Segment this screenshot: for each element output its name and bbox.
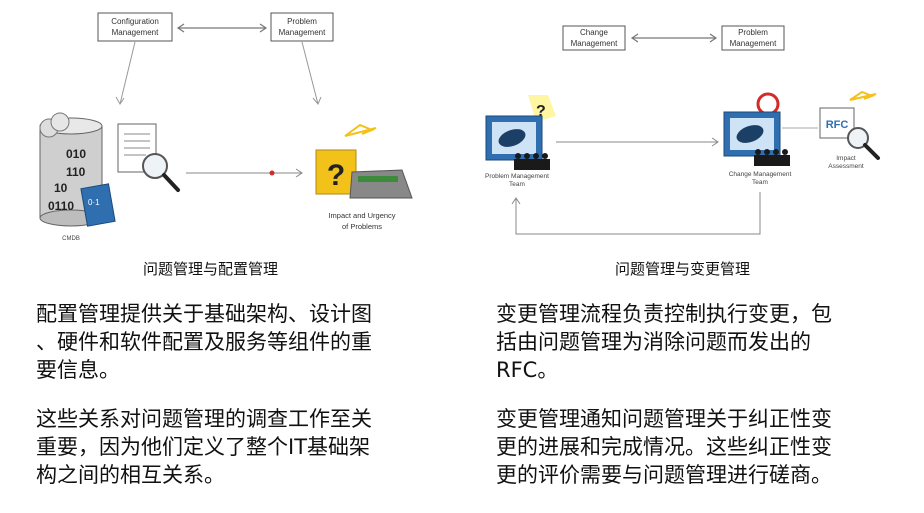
svg-text:Impact: Impact <box>836 155 856 162</box>
arrow-to-impact <box>301 41 322 105</box>
svg-text:110: 110 <box>66 165 86 179</box>
flow-arrow-right <box>556 137 719 147</box>
svg-text:?: ? <box>536 103 546 120</box>
change-management-box: Change Management <box>562 25 626 51</box>
arrow-to-cmdb <box>115 41 136 105</box>
svg-text:of Problems: of Problems <box>342 222 382 231</box>
svg-text:0·1: 0·1 <box>88 198 100 207</box>
problem-management-box: Problem Management <box>270 12 334 42</box>
svg-text:Problem: Problem <box>287 17 317 26</box>
double-arrow-right <box>630 33 718 43</box>
left-paragraph-1: 配置管理提供关于基础架构、设计图 、硬件和软件配置及服务等组件的重 要信息。 <box>36 302 372 382</box>
svg-text:Management: Management <box>730 39 777 48</box>
right-paragraph-1: 变更管理流程负责控制执行变更，包 括由问题管理为消除问题而发出的 RFC。 <box>496 302 832 382</box>
cmdb-database-icon: 010 110 10 0110 0·1 CMDB <box>39 112 116 242</box>
impact-urgency-icon: ? Impact and Urgency of Problems <box>315 123 413 231</box>
flow-arrow <box>186 168 303 178</box>
feedback-loop-arrow <box>511 192 761 235</box>
svg-text:Problem Management: Problem Management <box>485 173 549 180</box>
right-diagram: Change Management Problem Management ? P… <box>485 25 880 235</box>
svg-text:Change Management: Change Management <box>729 171 792 178</box>
right-caption: 问题管理与变更管理 <box>615 260 751 278</box>
impact-assessment-icon: RFC Impact Assessment <box>819 90 880 170</box>
left-paragraph-2: 这些关系对问题管理的调查工作至关 重要，因为他们定义了整个IT基础架 构之间的相… <box>36 407 372 487</box>
svg-text:Management: Management <box>112 28 159 37</box>
svg-text:Change: Change <box>580 28 609 37</box>
problem-team-icon: ? Problem Management Team <box>485 95 556 188</box>
svg-text:RFC: RFC <box>826 119 849 131</box>
svg-text:010: 010 <box>66 147 86 161</box>
config-management-box: Configuration Management <box>97 12 173 42</box>
svg-text:Team: Team <box>752 179 768 186</box>
right-paragraph-2: 变更管理通知问题管理关于纠正性变 更的进展和完成情况。这些纠正性变 更的评价需要… <box>496 407 832 487</box>
left-caption: 问题管理与配置管理 <box>143 260 279 278</box>
double-arrow <box>176 23 268 33</box>
left-diagram: Configuration Management Problem Managem… <box>39 12 413 242</box>
document-magnifier-icon <box>117 123 180 192</box>
problem-management-box-right: Problem Management <box>721 25 785 51</box>
svg-text:?: ? <box>327 159 345 192</box>
svg-text:CMDB: CMDB <box>62 236 80 242</box>
svg-text:Management: Management <box>571 39 618 48</box>
svg-text:Management: Management <box>279 28 326 37</box>
svg-text:Problem: Problem <box>738 28 768 37</box>
svg-text:Impact and Urgency: Impact and Urgency <box>328 211 395 220</box>
svg-text:10: 10 <box>54 181 68 195</box>
svg-text:Team: Team <box>509 181 525 188</box>
svg-text:Configuration: Configuration <box>111 17 159 26</box>
svg-text:Assessment: Assessment <box>828 163 864 170</box>
change-team-icon: Change Management Team <box>723 92 792 186</box>
svg-text:0110: 0110 <box>48 199 74 213</box>
